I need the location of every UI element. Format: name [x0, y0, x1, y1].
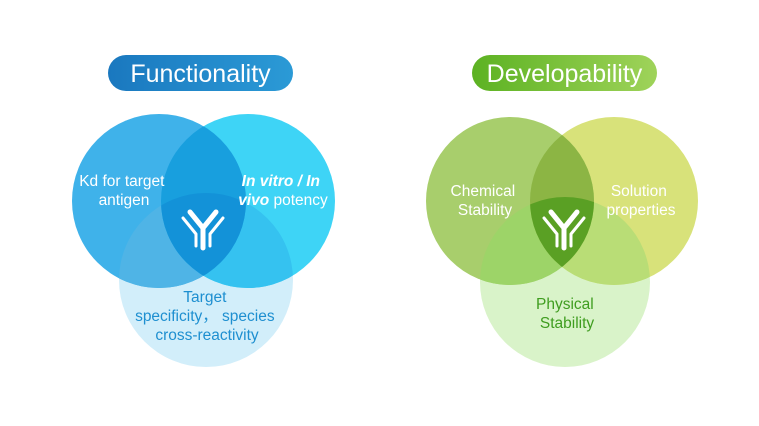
functionality-title-pill — [108, 55, 293, 91]
functionality-group: Functionality Kd for target antigen In v… — [72, 55, 335, 367]
developability-left-label: Chemical Stability — [451, 183, 520, 219]
functionality-bottom-label: Target specificity， species cross-reacti… — [135, 289, 279, 344]
developability-title: Developability — [487, 60, 643, 88]
developability-bottom-label: Physical Stability — [536, 296, 598, 332]
developability-group: Developability Chemical Stability Soluti… — [426, 55, 698, 367]
developability-title-pill — [472, 55, 657, 91]
developability-right-label: Solution properties — [607, 183, 676, 219]
functionality-right-label: In vitro / In vivo potency — [238, 173, 328, 209]
functionality-title: Functionality — [130, 60, 271, 88]
functionality-left-label: Kd for target antigen — [79, 173, 169, 209]
